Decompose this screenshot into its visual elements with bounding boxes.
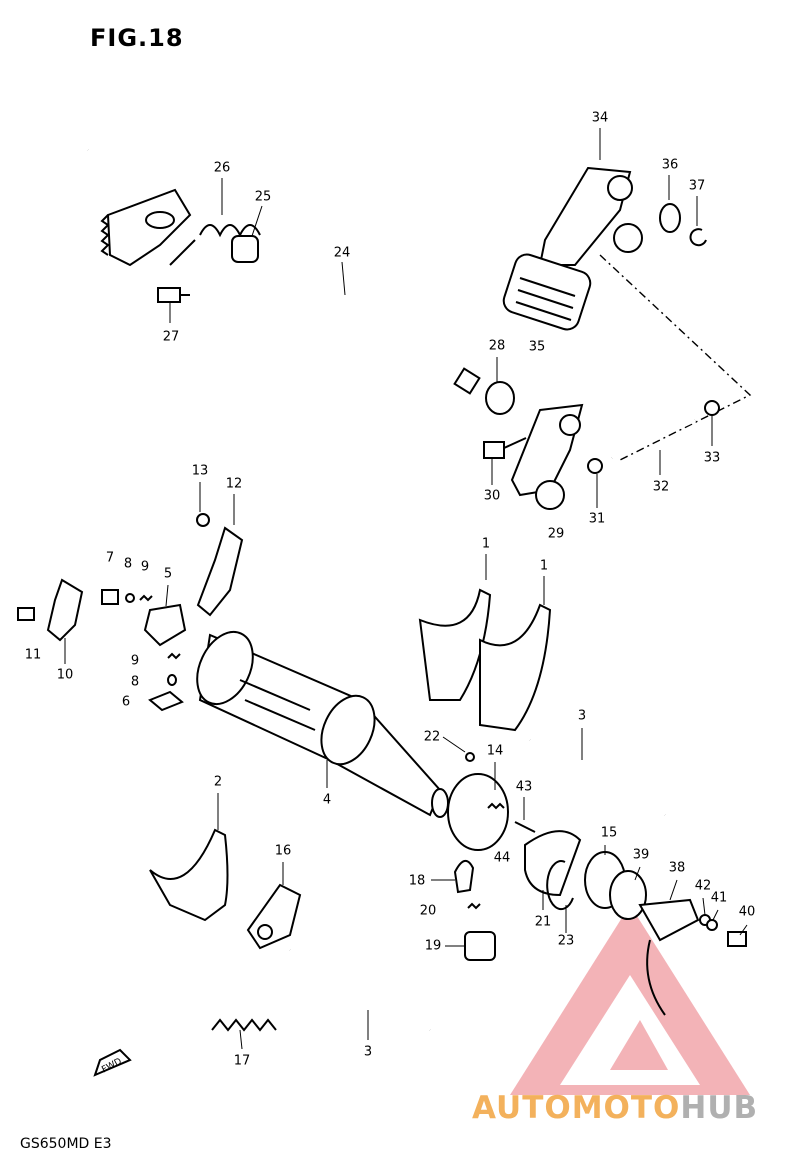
- callout-43: 43: [515, 779, 533, 795]
- figure-title: FIG.18: [90, 24, 184, 52]
- callout-2: 2: [213, 774, 223, 790]
- shift-rod: [611, 400, 720, 460]
- fwd-arrow-icon: [93, 1048, 132, 1077]
- callout-25: 25: [254, 189, 272, 205]
- callout-24: 24: [333, 245, 351, 261]
- callout-5: 5: [163, 566, 173, 582]
- bearing-assembly: [524, 830, 647, 920]
- watermark-text-a: AUTOMOTO: [472, 1090, 681, 1126]
- circlip-14: [447, 773, 509, 851]
- callout-3a: 3: [577, 708, 587, 724]
- callout-8b: 8: [130, 674, 140, 690]
- pin-22: [465, 752, 475, 762]
- callout-14: 14: [486, 743, 504, 759]
- callout-33: 33: [703, 450, 721, 466]
- callout-22: 22: [423, 729, 441, 745]
- shaft-collar: [231, 235, 259, 263]
- callout-29: 29: [547, 526, 565, 542]
- watermark-logo: [510, 905, 750, 1095]
- callout-9b: 9: [130, 653, 140, 669]
- callout-20: 20: [419, 903, 437, 919]
- callout-21: 21: [534, 914, 552, 930]
- callout-38: 38: [668, 860, 686, 876]
- callout-37: 37: [688, 178, 706, 194]
- callout-23: 23: [557, 933, 575, 949]
- callout-40: 40: [738, 904, 756, 920]
- callout-9a: 9: [140, 559, 150, 575]
- watermark-text: AUTOMOTOHUB: [472, 1090, 758, 1126]
- callout-36: 36: [661, 157, 679, 173]
- washer-36: [659, 203, 681, 233]
- callout-42: 42: [694, 878, 712, 894]
- model-code: GS650MD E3: [20, 1136, 112, 1152]
- cam-driven-gear-parts: [101, 589, 187, 712]
- callout-10: 10: [56, 667, 74, 683]
- shift-fork-2: [149, 828, 229, 922]
- gearshift-shaft: [86, 147, 481, 395]
- gearshift-lever: [502, 166, 643, 331]
- callout-27: 27: [162, 329, 180, 345]
- return-spring: [169, 224, 261, 266]
- callout-8a: 8: [123, 556, 133, 572]
- callout-44: 44: [493, 850, 511, 866]
- callout-13: 13: [191, 463, 209, 479]
- pins-43-44: [487, 802, 536, 833]
- leader-lines: [64, 128, 748, 1050]
- shift-forks-1: [418, 588, 552, 732]
- callout-18: 18: [408, 873, 426, 889]
- shift-link: [483, 403, 603, 510]
- shift-arm: [100, 188, 192, 267]
- callout-7: 7: [105, 550, 115, 566]
- callout-1b: 1: [539, 558, 549, 574]
- watermark-text-b: HUB: [680, 1090, 759, 1126]
- bush-28: [485, 381, 515, 415]
- callout-39: 39: [632, 847, 650, 863]
- callout-34: 34: [591, 110, 609, 126]
- spring-17: [211, 1018, 277, 1032]
- callout-16: 16: [274, 843, 292, 859]
- callout-35: 35: [528, 339, 546, 355]
- gearshift-cam: [196, 630, 449, 818]
- cam-guide-plate: [17, 578, 84, 642]
- callout-30: 30: [483, 488, 501, 504]
- neutral-switch-parts: [453, 860, 496, 961]
- fork-plate-16: [246, 883, 302, 950]
- callout-32: 32: [652, 479, 670, 495]
- callout-19: 19: [424, 938, 442, 954]
- callout-6: 6: [121, 694, 131, 710]
- callout-1a: 1: [481, 536, 491, 552]
- callout-17: 17: [233, 1053, 251, 1069]
- bolt-27: [157, 287, 190, 303]
- clip-37: [689, 228, 707, 247]
- callout-4: 4: [322, 792, 332, 808]
- callout-15: 15: [600, 825, 618, 841]
- callout-12: 12: [225, 476, 243, 492]
- callout-11: 11: [24, 647, 42, 663]
- assembly-line-lever: [599, 254, 752, 461]
- callout-3b: 3: [363, 1044, 373, 1060]
- callout-28: 28: [488, 338, 506, 354]
- callout-26: 26: [213, 160, 231, 176]
- stopper-plate: [196, 513, 244, 617]
- callout-31: 31: [588, 511, 606, 527]
- callout-41: 41: [710, 890, 728, 906]
